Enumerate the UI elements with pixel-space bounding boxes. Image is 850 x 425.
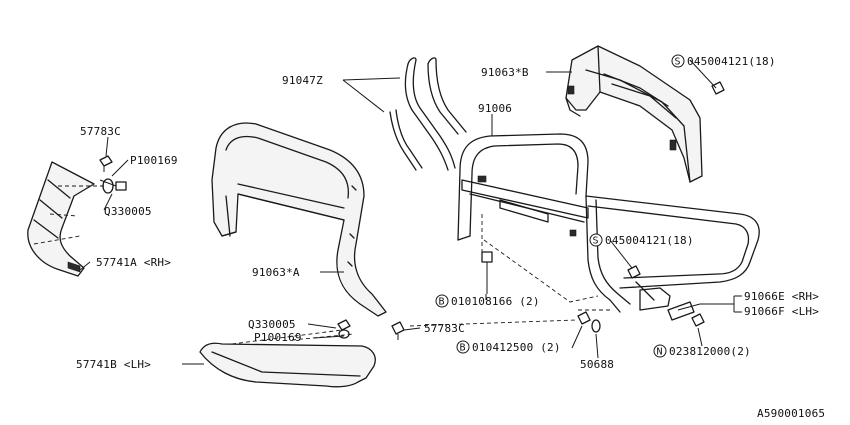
prefix-s-top-icon (671, 54, 685, 68)
prefix-b-top: B (439, 297, 445, 308)
part-91047z-brackets (389, 57, 467, 171)
prefix-b-top-icon (435, 294, 449, 308)
prefix-b-bot-icon (456, 340, 470, 354)
label-010108166: 010108166 (2) (451, 295, 540, 308)
label-57783c-top: 57783C (80, 125, 121, 138)
label-91066e: 91066E <RH> (744, 290, 819, 303)
label-91006: 91006 (478, 102, 512, 115)
label-57741a: 57741A <RH> (96, 256, 171, 269)
label-q330005-bot: Q330005 (248, 318, 296, 331)
prefix-b-bot: B (460, 343, 466, 354)
fasteners-bottom-left (337, 319, 405, 340)
part-91063b-cover (565, 45, 703, 183)
part-57741a-corner (27, 161, 104, 277)
part-57741b-corner (199, 329, 376, 388)
prefix-s-top: S (675, 57, 681, 68)
part-91006-frame (457, 133, 760, 313)
fasteners-middle (481, 81, 725, 333)
label-57783c-bot: 57783C (424, 322, 465, 335)
prefix-n: N (657, 347, 663, 358)
label-91066f: 91066F <LH> (744, 305, 819, 318)
label-91063b: 91063*B (481, 66, 529, 79)
label-91063a: 91063*A (252, 266, 300, 279)
label-91047z: 91047Z (282, 74, 323, 87)
prefix-s-mid: S (593, 236, 599, 247)
diagram-id: A590001065 (757, 407, 825, 420)
label-50688: 50688 (580, 358, 614, 371)
label-023812000: 023812000(2) (669, 345, 751, 358)
prefix-n-icon (653, 344, 667, 358)
part-labels: 91047Z 91063*B S 045004121(18) 91006 577… (76, 54, 825, 420)
label-p100169-top: P100169 (130, 154, 178, 167)
part-91063a-cover (211, 122, 387, 317)
fasteners-top-left (99, 155, 127, 194)
prefix-s-mid-icon (589, 233, 603, 247)
label-57741b: 57741B <LH> (76, 358, 151, 371)
assembly-dashed-lines (409, 214, 610, 327)
label-010412500: 010412500 (2) (472, 341, 561, 354)
label-q330005-top: Q330005 (104, 205, 152, 218)
label-045004121-mid: 045004121(18) (605, 234, 694, 247)
label-p100169-bot: P100169 (254, 331, 302, 344)
label-045004121-top: 045004121(18) (687, 55, 776, 68)
leader-lines (79, 59, 742, 365)
